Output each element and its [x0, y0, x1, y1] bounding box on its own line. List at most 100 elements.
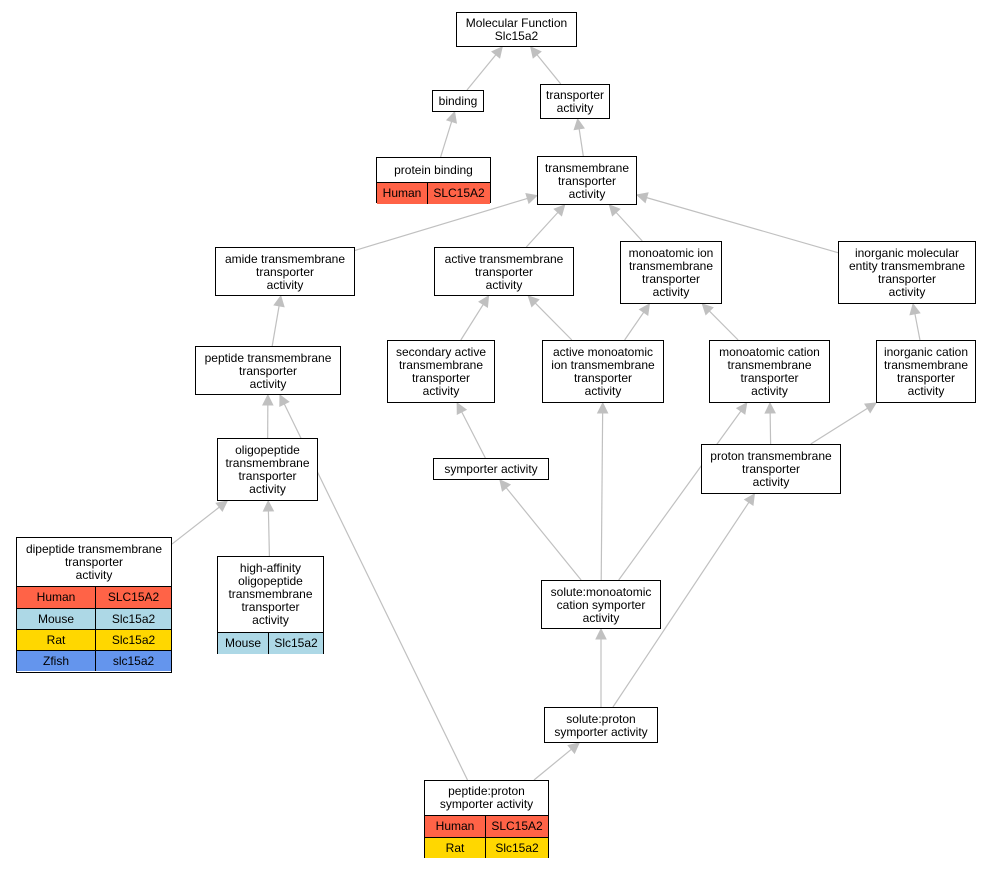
edge-binding-to-molecular-function: [466, 54, 497, 91]
go-term-peptide-transmembrane: peptide transmembrane transporter activi…: [195, 346, 341, 395]
edge-arrowhead: [596, 401, 609, 414]
term-label: solute:proton symporter activity: [554, 711, 648, 739]
edge-solute-proton-to-proton-transmembrane: [612, 501, 750, 708]
edge-arrowhead: [608, 204, 621, 217]
edge-arrowhead: [530, 46, 542, 59]
go-term-solute-proton: solute:proton symporter activity: [544, 707, 658, 743]
edge-arrowhead: [273, 294, 285, 308]
edge-arrowhead: [491, 46, 503, 59]
species-cell: Mouse: [17, 609, 96, 629]
gene-symbol-cell: SLC15A2: [433, 186, 485, 200]
edge-inorganic-molecular-to-transmembrane-transporter: [646, 197, 839, 254]
species-cell: Rat: [17, 630, 96, 650]
go-term-active-transmembrane: active transmembrane transporter activit…: [434, 247, 574, 296]
edge-arrowhead: [701, 303, 714, 316]
edge-solute-monoatomic-to-symporter: [505, 487, 582, 581]
go-term-monoatomic-cation: monoatomic cation transmembrane transpor…: [709, 340, 830, 403]
edge-monoatomic-cation-to-monoatomic-ion: [708, 310, 739, 341]
edge-arrowhead: [262, 499, 275, 512]
go-term-binding: binding: [432, 90, 484, 112]
go-term-monoatomic-ion: monoatomic ion transmembrane transporter…: [620, 241, 722, 304]
species-cell: Human: [425, 816, 486, 837]
species-cell: Human: [377, 183, 428, 204]
edge-arrowhead: [743, 493, 756, 506]
edge-arrowhead: [595, 627, 607, 640]
term-label: binding: [438, 94, 478, 108]
edge-arrowhead: [553, 204, 566, 217]
go-term-secondary-active: secondary active transmembrane transport…: [387, 340, 495, 403]
go-term-inorganic-cation: inorganic cation transmembrane transport…: [876, 340, 976, 403]
edge-arrowhead: [864, 402, 877, 414]
term-label: monoatomic ion transmembrane transporter…: [628, 246, 714, 299]
go-term-proton-transmembrane: proton transmembrane transporter activit…: [701, 444, 841, 494]
edge-arrowhead: [567, 742, 580, 755]
species-cell: Zfish: [17, 651, 96, 671]
term-label: active transmembrane transporter activit…: [444, 251, 564, 292]
edge-arrowhead: [764, 401, 776, 414]
go-term-solute-monoatomic: solute:monoatomic cation symporter activ…: [541, 580, 661, 629]
term-label: transporter activity: [545, 88, 605, 115]
go-term-active-monoatomic-ion: active monoatomic ion transmembrane tran…: [542, 340, 664, 403]
term-label: high-affinity oligopeptide transmembrane…: [228, 561, 313, 627]
ortholog-row: Mouse Slc15a2: [17, 608, 171, 629]
edge-inorganic-cation-to-inorganic-molecular: [914, 313, 921, 341]
go-term-transmembrane-transporter: transmembrane transporter activity: [537, 156, 637, 205]
species-cell: Mouse: [218, 633, 269, 654]
ortholog-row: Rat Slc15a2: [17, 629, 171, 650]
go-term-transporter-activity: transporter activity: [540, 84, 610, 119]
edge-high-affinity-to-oligopeptide: [267, 510, 271, 557]
go-term-oligopeptide: oligopeptide transmembrane transporter a…: [217, 438, 318, 501]
edge-peptide-transmembrane-to-amide-transmembrane: [271, 305, 280, 347]
term-label: amide transmembrane transporter activity: [224, 251, 346, 292]
gene-symbol-cell: slc15a2: [112, 653, 155, 668]
edge-arrowhead: [215, 500, 229, 513]
go-term-symporter: symporter activity: [433, 458, 549, 480]
edge-symporter-to-secondary-active: [461, 411, 486, 459]
term-label: proton transmembrane transporter activit…: [710, 449, 832, 489]
ortholog-row: Human SLC15A2: [377, 183, 490, 204]
term-label: transmembrane transporter activity: [544, 160, 630, 201]
term-label: inorganic cation transmembrane transport…: [883, 345, 969, 398]
edge-protein-binding-to-binding: [440, 121, 453, 158]
edge-arrowhead: [445, 110, 458, 124]
edge-dipeptide-to-oligopeptide: [171, 506, 220, 545]
edge-transmembrane-transporter-to-transporter-activity: [578, 128, 584, 157]
edge-amide-transmembrane-to-transmembrane-transporter: [354, 197, 528, 251]
go-term-amide-transmembrane: amide transmembrane transporter activity: [215, 247, 355, 296]
term-label: protein binding: [394, 162, 473, 177]
edge-solute-monoatomic-to-monoatomic-cation: [618, 410, 742, 581]
edge-arrowhead: [909, 302, 921, 316]
gene-symbol-cell: Slc15a2: [495, 840, 539, 855]
edge-arrowhead: [279, 393, 290, 407]
edge-arrowhead: [573, 117, 585, 131]
edge-arrowhead: [735, 402, 748, 415]
edge-active-monoatomic-ion-to-active-transmembrane: [534, 302, 573, 341]
edge-arrowhead: [638, 303, 650, 316]
edge-arrowhead: [635, 192, 649, 204]
gene-symbol-cell: Slc15a2: [111, 632, 156, 647]
species-cell: Rat: [425, 838, 486, 858]
term-label: symporter activity: [444, 462, 538, 476]
edge-arrowhead: [262, 393, 274, 406]
edge-arrowhead: [527, 295, 540, 308]
edge-proton-transmembrane-to-inorganic-cation: [810, 407, 868, 445]
term-label: peptide:proton symporter activity: [439, 784, 534, 811]
edge-arrowhead: [456, 402, 468, 415]
term-label: active monoatomic ion transmembrane tran…: [551, 345, 655, 398]
gene-symbol-cell: Slc15a2: [111, 611, 156, 626]
term-label: Molecular Function Slc15a2: [465, 16, 568, 43]
edge-arrowhead: [525, 193, 539, 205]
term-label: dipeptide transmembrane transporter acti…: [25, 541, 163, 582]
ortholog-row: Human SLC15A2: [17, 587, 171, 608]
species-cell: Human: [17, 587, 96, 608]
term-label: inorganic molecular entity transmembrane…: [848, 246, 966, 299]
gene-symbol-cell: SLC15A2: [107, 590, 160, 604]
